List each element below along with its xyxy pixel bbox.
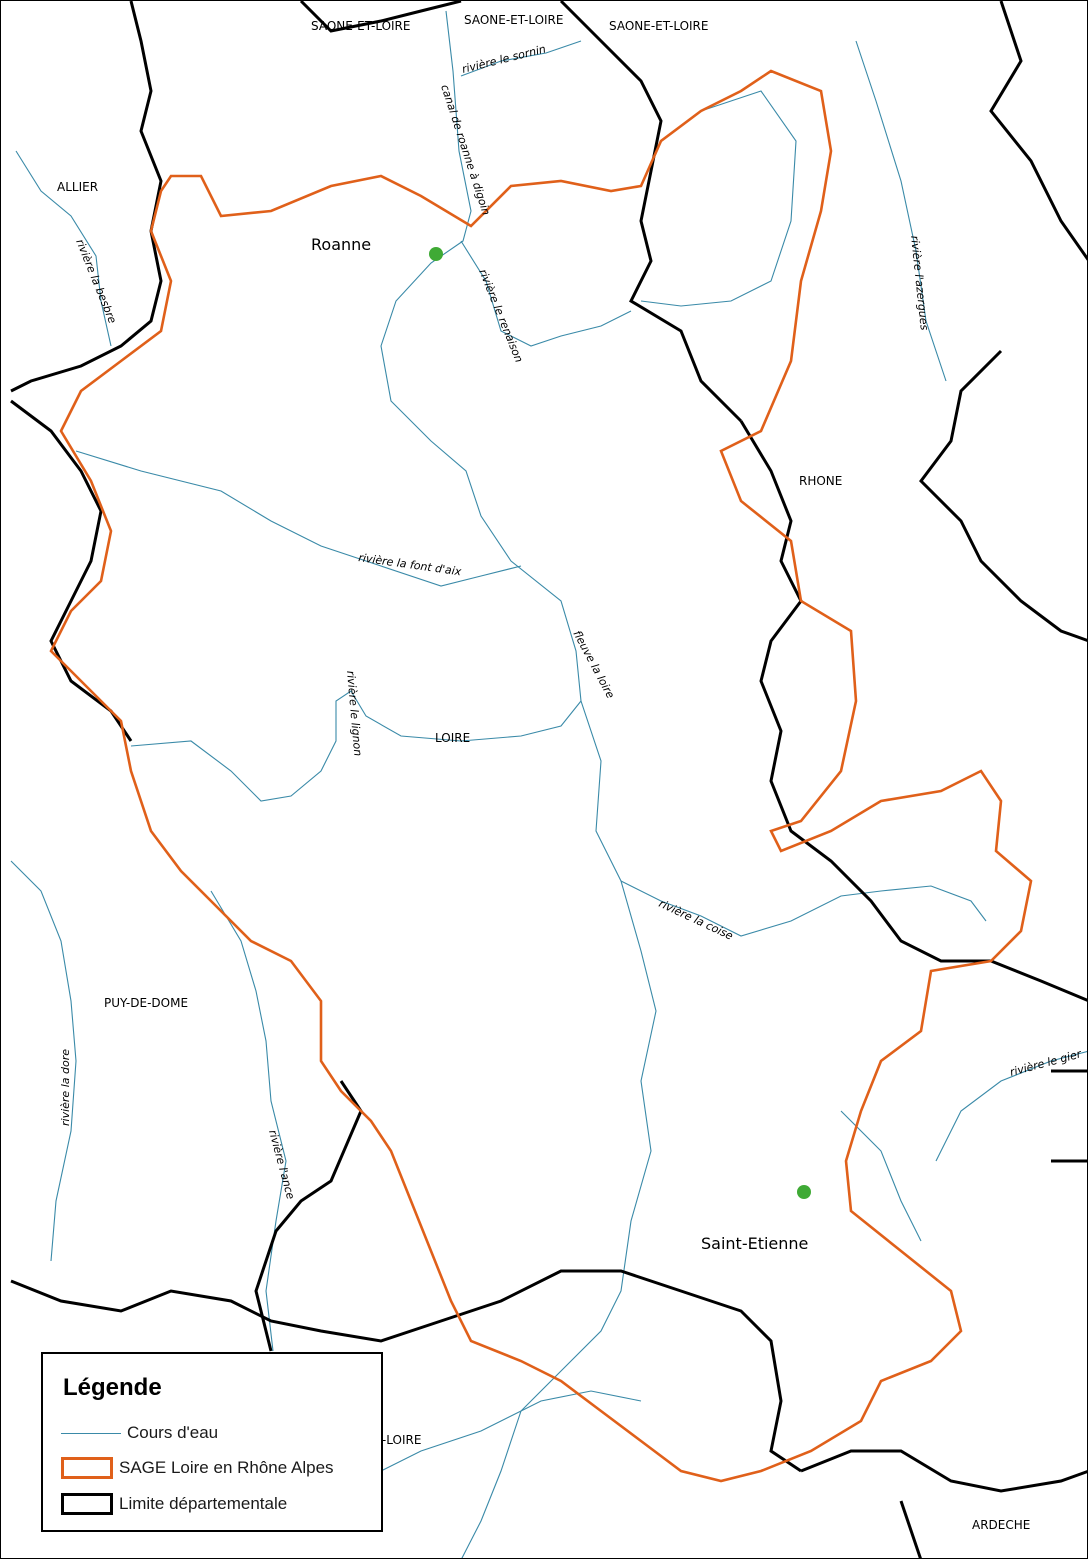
legend-label-river: Cours d'eau	[127, 1423, 219, 1442]
border-rhone-loire	[739, 420, 1087, 1002]
river-gier	[935, 1050, 1087, 1162]
border-west	[10, 399, 133, 742]
dept-label-saone-2: SAONE-ET-LOIRE	[464, 13, 563, 27]
river-swatch	[61, 1432, 121, 1434]
river-label-canal: canal de roanne à digoin	[438, 83, 493, 217]
city-label-roanne: Roanne	[311, 235, 371, 254]
river-label-azergues: rivière l'azergues	[908, 235, 931, 331]
river-sornin	[460, 40, 582, 77]
border-ardeche-south	[899, 1500, 922, 1558]
border-rhone-east	[989, 1, 1087, 261]
river-lignon	[130, 690, 582, 802]
dept-label-loire: LOIRE	[435, 731, 470, 745]
dept-swatch	[61, 1493, 113, 1515]
river-label-besbre: rivière la besbre	[73, 237, 119, 325]
river-renaison	[460, 240, 632, 347]
legend: Légende Cours d'eau SAGE Loire en Rhône …	[41, 1352, 383, 1532]
river-label-sornin: rivière le sornin	[461, 42, 548, 75]
sage-boundary	[49, 69, 1033, 1483]
border-saone-rhone	[559, 1, 743, 423]
city-marker-saint-etienne	[797, 1185, 811, 1199]
river-fontdaix	[75, 450, 522, 587]
river-azergues	[855, 40, 947, 382]
dept-label-saone-3: SAONE-ET-LOIRE	[609, 19, 708, 33]
department-borders	[10, 1, 1087, 1558]
river-besbre	[15, 150, 112, 347]
dept-label-allier: ALLIER	[57, 180, 98, 194]
river-south	[380, 1390, 642, 1472]
city-label-saint-etienne: Saint-Etienne	[701, 1234, 808, 1253]
dept-label-saone-1: SAONE-ET-LOIRE	[311, 19, 410, 33]
legend-label-dept: Limite départementale	[119, 1494, 288, 1513]
legend-row-sage: SAGE Loire en Rhône Alpes	[61, 1455, 334, 1481]
dept-label-puy-de-dome: PUY-DE-DOME	[104, 996, 188, 1010]
river-ance	[210, 890, 287, 1352]
river-label-font-daix: rivière la font d'aix	[358, 551, 463, 578]
city-marker-roanne	[429, 247, 443, 261]
border-allier-saone	[10, 1, 163, 393]
river-network	[10, 10, 1087, 1558]
river-rhins	[640, 90, 797, 307]
border-rhone-mid	[919, 349, 1087, 642]
border-east-bottom	[1051, 1069, 1087, 1163]
legend-label-sage: SAGE Loire en Rhône Alpes	[119, 1458, 334, 1477]
legend-row-river: Cours d'eau	[61, 1420, 218, 1446]
river-label-coise: rivière la coise	[657, 897, 736, 943]
legend-title: Légende	[63, 1374, 162, 1401]
border-ardeche	[800, 1449, 1087, 1493]
border-south-puy	[254, 1080, 363, 1352]
dept-label-ardeche: ARDECHE	[972, 1518, 1030, 1532]
border-saone-north	[299, 1, 462, 33]
border-haute-loire	[10, 1269, 802, 1473]
river-st	[840, 1110, 922, 1242]
river-label-dore: rivière la dore	[59, 1049, 72, 1126]
river-coise	[620, 880, 987, 937]
dept-label-rhone: RHONE	[799, 474, 842, 488]
legend-row-dept: Limite départementale	[61, 1491, 287, 1517]
river-label-renaison: rivière le renaison	[476, 267, 525, 364]
river-label-gier: rivière le gier	[1008, 1047, 1084, 1079]
river-label-lignon: rivière le lignon	[344, 670, 364, 757]
river-dore	[10, 860, 77, 1262]
sage-swatch	[61, 1457, 113, 1479]
